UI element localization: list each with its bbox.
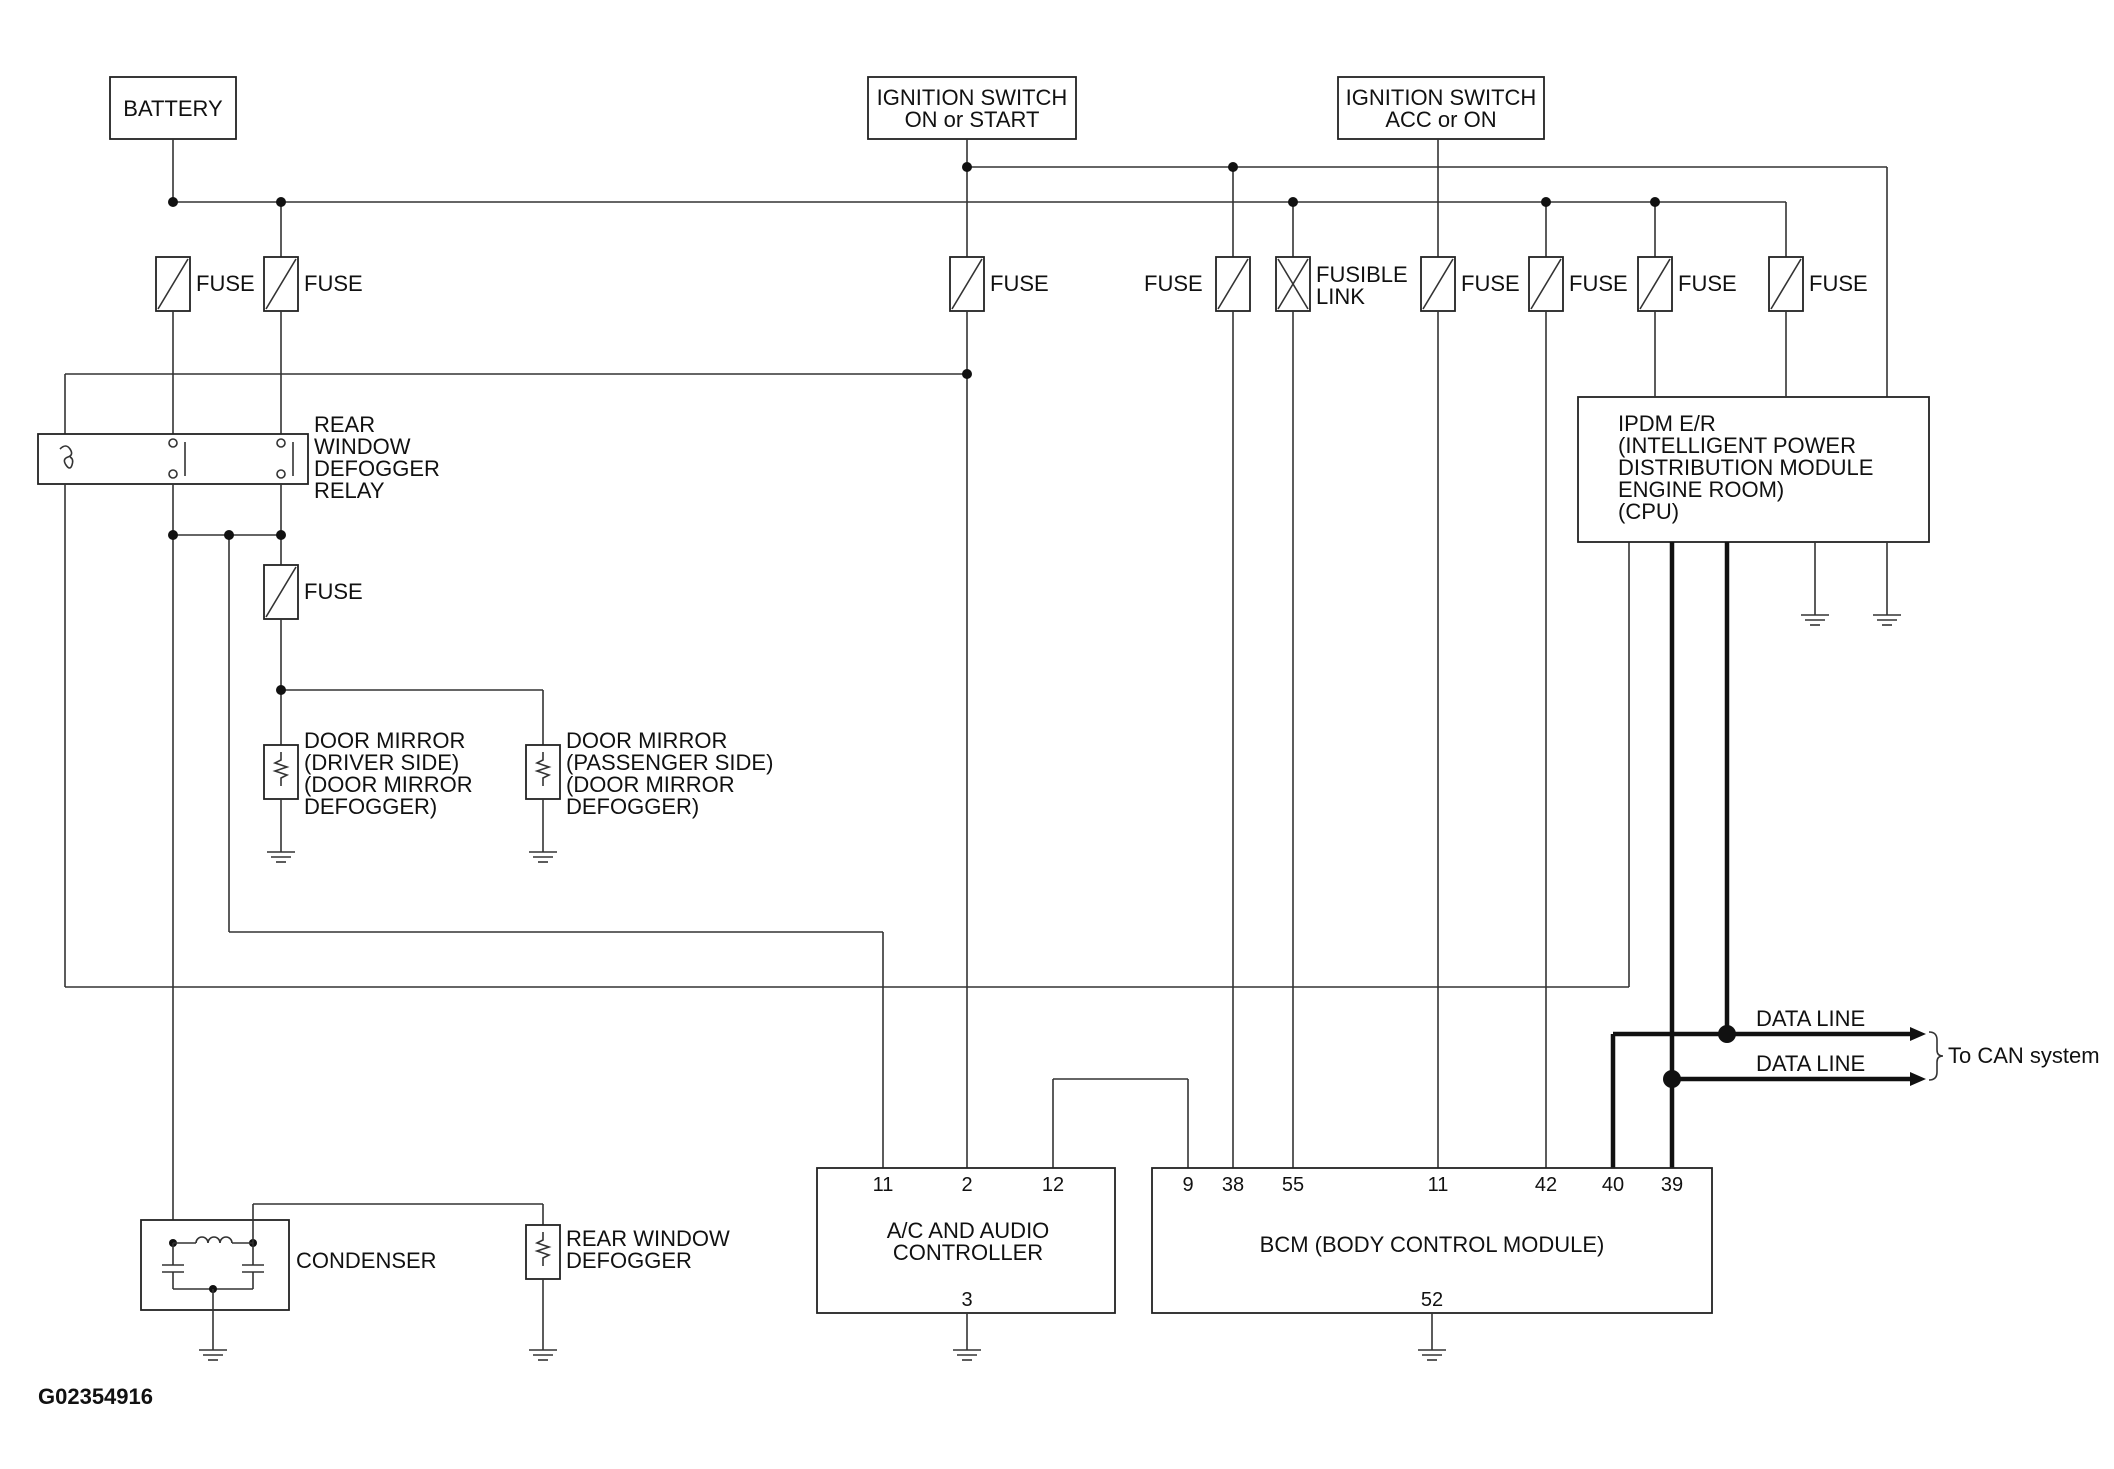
mirror-passenger-line1: DOOR MIRROR [566, 728, 727, 753]
fuse-bcm-38: FUSE [1144, 256, 1251, 312]
ac-pin-11: 11 [873, 1174, 894, 1196]
condenser-label: CONDENSER [296, 1248, 437, 1273]
relay-output-wires [64, 484, 1630, 1243]
bcm-name: BCM (BODY CONTROL MODULE) [1260, 1232, 1605, 1257]
fuse-label: FUSE [1144, 271, 1203, 296]
ipdm-ground-1 [1801, 542, 1829, 626]
ac-name-line1: A/C AND AUDIO [887, 1218, 1050, 1243]
ign-on-start-line1: IGNITION SWITCH [877, 85, 1068, 110]
mirror-passenger-line2: (PASSENGER SIDE) [566, 750, 773, 775]
ipdm-line1: IPDM E/R [1618, 411, 1716, 436]
fuse-ipdm-1: FUSE [1637, 256, 1737, 312]
fuse-battery-2: FUSE [263, 256, 363, 312]
fuse-ipdm-2: FUSE [1768, 256, 1868, 312]
bcm-pin-9: 9 [1182, 1174, 1193, 1196]
mirror-driver-line4: DEFOGGER) [304, 794, 437, 819]
ipdm-line3: DISTRIBUTION MODULE [1618, 455, 1873, 480]
ac-name-line2: CONTROLLER [893, 1240, 1043, 1265]
relay-label-line3: DEFOGGER [314, 456, 440, 481]
mirror-driver-line2: (DRIVER SIDE) [304, 750, 459, 775]
data-line-label-2: DATA LINE [1756, 1051, 1865, 1076]
fuse-label: FUSE [1809, 271, 1868, 296]
rear-defogger-line1: REAR WINDOW [566, 1226, 730, 1251]
condenser-to-defogger-wire [252, 1203, 544, 1243]
ipdm-line4: ENGINE ROOM) [1618, 477, 1784, 502]
relay-label-line4: RELAY [314, 478, 385, 503]
mirror-driver-line1: DOOR MIRROR [304, 728, 465, 753]
bcm-ground [1418, 1313, 1446, 1361]
battery-label: BATTERY [123, 96, 223, 121]
bcm-pin-42: 42 [1535, 1174, 1557, 1196]
relay-label-line2: WINDOW [314, 434, 411, 459]
rear-window-defogger-relay: REAR WINDOW DEFOGGER RELAY [37, 311, 440, 503]
fuse-ign-acc-on: FUSE [1420, 256, 1520, 312]
fusible-link-line2: LINK [1316, 284, 1365, 309]
fuse-label: FUSE [196, 271, 255, 296]
ipdm-line2: (INTELLIGENT POWER [1618, 433, 1856, 458]
fuse-label: FUSE [304, 579, 363, 604]
bcm-input-wires [1052, 311, 1547, 1168]
fuse-label: FUSE [990, 271, 1049, 296]
fuse-door-mirror: FUSE [263, 564, 363, 620]
data-line-label-1: DATA LINE [1756, 1006, 1865, 1031]
ipdm-er-module: IPDM E/R (INTELLIGENT POWER DISTRIBUTION… [1577, 396, 1930, 543]
mirror-passenger-line4: DEFOGGER) [566, 794, 699, 819]
bcm-pin-52: 52 [1421, 1289, 1443, 1311]
bcm-module: 9 38 55 11 42 40 39 BCM (BODY CONTROL MO… [1151, 1167, 1713, 1314]
door-mirror-passenger: DOOR MIRROR (PASSENGER SIDE) (DOOR MIRRO… [525, 728, 773, 863]
fuse-battery-1: FUSE [155, 256, 255, 312]
ign-on-start-line2: ON or START [905, 107, 1040, 132]
relay-feed-wires [64, 311, 972, 1173]
bcm-pin-11: 11 [1428, 1174, 1449, 1196]
bcm-pin-39: 39 [1661, 1174, 1683, 1196]
battery-source: BATTERY [109, 76, 237, 140]
ac-audio-controller: 11 2 12 A/C AND AUDIO CONTROLLER 3 [816, 1167, 1116, 1314]
ign-acc-on-line2: ACC or ON [1385, 107, 1496, 132]
ipdm-feed-wires [1654, 311, 1787, 397]
can-data-lines: DATA LINE DATA LINE To CAN system [1610, 542, 2100, 1168]
bus-junctions [168, 162, 1660, 207]
bcm-pin-40: 40 [1602, 1174, 1624, 1196]
relay-label-line1: REAR [314, 412, 375, 437]
mirror-passenger-line3: (DOOR MIRROR [566, 772, 735, 797]
ign-acc-on-line1: IGNITION SWITCH [1346, 85, 1537, 110]
fuse-label: FUSE [1569, 271, 1628, 296]
bcm-pin-55: 55 [1282, 1174, 1304, 1196]
fusible-link-line1: FUSIBLE [1316, 262, 1408, 287]
fuse-label: FUSE [1678, 271, 1737, 296]
ac-ground [953, 1313, 981, 1361]
bcm-pin-38: 38 [1222, 1174, 1244, 1196]
fuse-ign-on-start: FUSE [949, 256, 1049, 312]
ac-pin-2: 2 [961, 1174, 972, 1196]
ignition-switch-on-start: IGNITION SWITCH ON or START [867, 76, 1077, 140]
ac-pin-3: 3 [961, 1289, 972, 1311]
fusible-link: FUSIBLE LINK [1275, 256, 1408, 312]
ipdm-line5: (CPU) [1618, 499, 1679, 524]
rear-window-defogger: REAR WINDOW DEFOGGER [525, 1224, 730, 1361]
ipdm-ground-2 [1873, 542, 1901, 626]
mirror-driver-line3: (DOOR MIRROR [304, 772, 473, 797]
ac-pin-12: 12 [1042, 1174, 1064, 1196]
fuse-label: FUSE [304, 271, 363, 296]
condenser: CONDENSER [140, 1219, 437, 1361]
fuse-bcm-42: FUSE [1528, 256, 1628, 312]
can-system-label: To CAN system [1948, 1043, 2100, 1068]
ignition-switch-acc-on: IGNITION SWITCH ACC or ON [1337, 76, 1545, 140]
fuse-label: FUSE [1461, 271, 1520, 296]
figure-id: G02354916 [38, 1384, 153, 1409]
power-bus-wires [172, 139, 1888, 397]
rear-defogger-line2: DEFOGGER [566, 1248, 692, 1273]
door-mirror-driver: DOOR MIRROR (DRIVER SIDE) (DOOR MIRROR D… [263, 728, 473, 863]
door-mirror-wires [276, 619, 544, 745]
